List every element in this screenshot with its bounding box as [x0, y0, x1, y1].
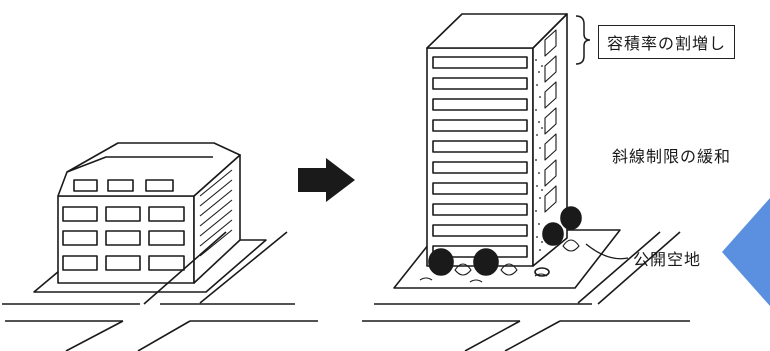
open-space-leader [585, 243, 629, 260]
low-rise-building [2, 142, 318, 351]
far-increase-label: 容積率の割増し [598, 25, 736, 59]
slant-relax-label: 斜線制限の緩和 [612, 147, 732, 166]
right-arrow-icon [298, 158, 355, 202]
building-shading [535, 59, 543, 251]
high-rise-windows [432, 56, 528, 258]
open-space-label: 公開空地 [633, 250, 702, 269]
low-rise-windows [62, 206, 185, 271]
trees [419, 206, 582, 283]
high-rise-building [362, 13, 690, 351]
blue-diamond-shape [722, 198, 770, 306]
right-brace-icon [575, 15, 591, 65]
